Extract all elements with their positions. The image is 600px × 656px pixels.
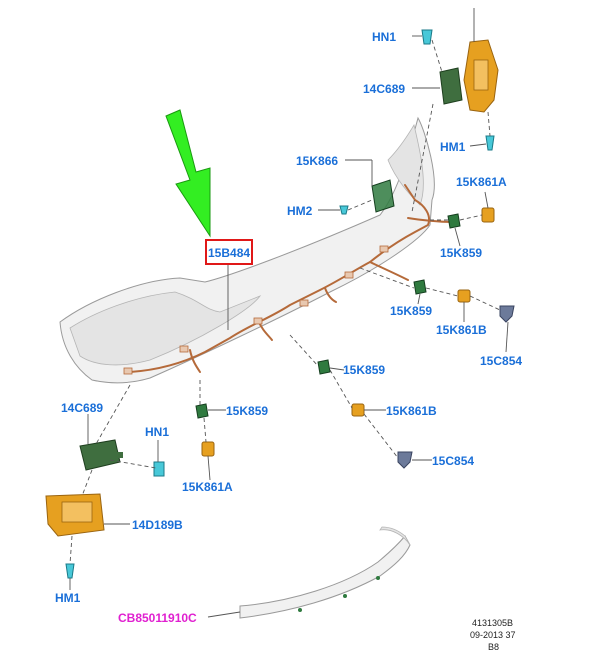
label-hn1-top: HN1 bbox=[372, 30, 396, 44]
leader-lines bbox=[69, 35, 509, 618]
trim-ring-15k861b-mid bbox=[351, 403, 365, 417]
label-15b484: 15B484 bbox=[208, 246, 250, 260]
label-cb85011910c: CB85011910C bbox=[118, 611, 197, 625]
module-15k866 bbox=[371, 179, 395, 213]
ref-sheet-code: B8 bbox=[488, 642, 499, 652]
label-15c854-bottom: 15C854 bbox=[432, 454, 474, 468]
bracket-14d189b bbox=[45, 493, 105, 537]
clip-hm1-top bbox=[485, 135, 495, 151]
label-15k859-mid: 15K859 bbox=[390, 304, 432, 318]
label-14d189b: 14D189B bbox=[132, 518, 183, 532]
sensor-15c854-top bbox=[499, 305, 515, 323]
label-14c689-left: 14C689 bbox=[61, 401, 103, 415]
sensor-housing-15k859-center bbox=[317, 359, 331, 375]
highlight-box bbox=[205, 239, 253, 265]
lower-valance bbox=[239, 526, 411, 619]
label-15k859-upper: 15K859 bbox=[440, 246, 482, 260]
label-15k861a-bottom: 15K861A bbox=[182, 480, 233, 494]
bumper-cover bbox=[59, 116, 435, 384]
module-14c689-top bbox=[439, 67, 463, 105]
trim-ring-15k861a-bottom bbox=[201, 441, 215, 457]
sensor-housing-15k859-mid bbox=[413, 279, 427, 295]
label-15k861a-top: 15K861A bbox=[456, 175, 507, 189]
label-15k859-left: 15K859 bbox=[226, 404, 268, 418]
sensor-15c854-bottom bbox=[397, 451, 413, 469]
sensor-housing-15k859-upper bbox=[447, 213, 461, 229]
label-hn1-left: HN1 bbox=[145, 425, 169, 439]
pointer-arrow bbox=[165, 109, 211, 238]
clip-hn1-left bbox=[153, 461, 165, 477]
label-15k866: 15K866 bbox=[296, 154, 338, 168]
clip-hn1-top bbox=[421, 29, 433, 45]
wiring-harness bbox=[123, 184, 453, 375]
clip-hm2 bbox=[339, 205, 349, 215]
clip-hm1-bottom bbox=[65, 563, 75, 579]
ref-date-code: 09-2013 37 bbox=[470, 630, 516, 640]
label-15k861b-mid: 15K861B bbox=[386, 404, 437, 418]
label-hm1-bottom: HM1 bbox=[55, 591, 81, 605]
label-hm2: HM2 bbox=[287, 204, 313, 218]
label-14c689-top: 14C689 bbox=[363, 82, 405, 96]
label-hm1-top: HM1 bbox=[440, 140, 466, 154]
label-15k861b-top: 15K861B bbox=[436, 323, 487, 337]
bracket-upper-right bbox=[463, 8, 499, 113]
ref-illustration-number: 4131305B bbox=[472, 618, 513, 628]
label-15c854-top: 15C854 bbox=[480, 354, 522, 368]
module-14c689-left bbox=[79, 439, 123, 471]
trim-ring-15k861a-top bbox=[481, 207, 495, 223]
assembly-lines bbox=[69, 39, 501, 565]
label-15k859-center: 15K859 bbox=[343, 363, 385, 377]
trim-ring-15k861b-top bbox=[457, 289, 471, 303]
sensor-housing-15k859-left bbox=[195, 403, 209, 419]
